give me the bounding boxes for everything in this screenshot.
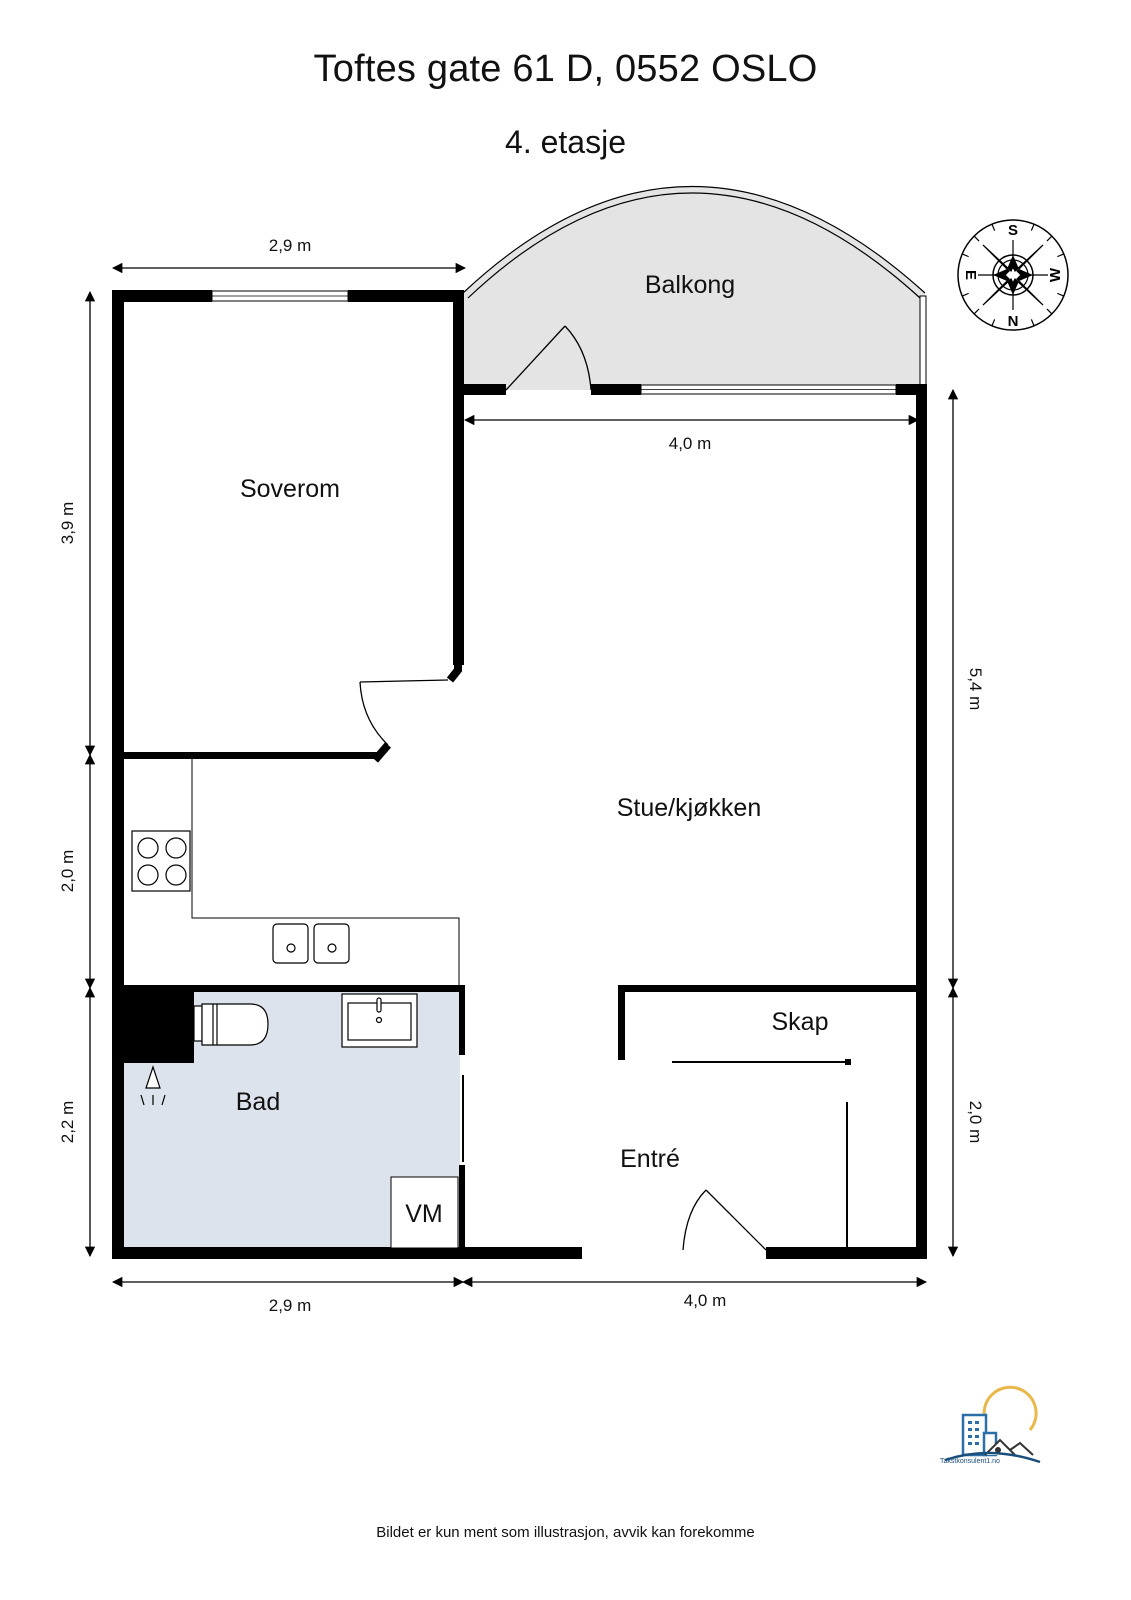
dim-top-left: 2,9 m (269, 236, 312, 255)
room-label-entrance: Entré (620, 1145, 680, 1173)
room-label-bathroom: Bad (236, 1088, 280, 1116)
svg-text:VM: VM (405, 1200, 443, 1228)
svg-text:S: S (1008, 222, 1018, 239)
sink-icon (272, 923, 350, 964)
washing-machine: VM (390, 1176, 459, 1249)
disclaimer: Bildet er kun ment som illustrasjon, avv… (376, 1524, 755, 1541)
door-bedroom[interactable] (359, 679, 449, 746)
room-label-balcony: Balkong (645, 271, 735, 299)
room-label-closet: Skap (772, 1008, 829, 1036)
dimension-lines (84, 262, 959, 1288)
window-living (640, 384, 897, 395)
logo-text: Takstkonsulent1.no (940, 1458, 1000, 1465)
svg-text:N: N (1008, 313, 1019, 330)
room-label-living-kitchen: Stue/kjøkken (617, 794, 762, 822)
dim-left-middle: 2,0 m (58, 850, 77, 893)
dim-left-lower: 2,2 m (58, 1101, 77, 1144)
washbasin-icon (341, 993, 418, 1048)
company-logo (944, 1385, 1041, 1464)
door-balcony[interactable] (505, 325, 592, 391)
stove-icon (131, 830, 191, 892)
dim-bottom-left: 2,9 m (269, 1296, 312, 1315)
dim-bottom-right: 4,0 m (684, 1291, 727, 1310)
svg-text:W: W (1047, 267, 1064, 282)
kitchen-counter (191, 759, 460, 985)
walls (112, 290, 927, 1259)
room-label-bedroom: Soverom (240, 475, 340, 503)
page-title: Toftes gate 61 D, 0552 OSLO (313, 48, 818, 90)
dim-balcony-inner: 4,0 m (669, 434, 712, 453)
window-bedroom (211, 290, 349, 302)
dim-left-upper: 3,9 m (58, 502, 77, 545)
toilet-icon (193, 1003, 269, 1046)
compass-icon: S N E W (957, 219, 1069, 331)
door-entrance[interactable] (682, 1189, 767, 1251)
dim-right-lower: 2,0 m (966, 1101, 985, 1144)
shower-icon (140, 1065, 166, 1106)
svg-text:E: E (962, 270, 979, 280)
dim-right-upper: 5,4 m (966, 668, 985, 711)
floor-label: 4. etasje (505, 124, 626, 160)
